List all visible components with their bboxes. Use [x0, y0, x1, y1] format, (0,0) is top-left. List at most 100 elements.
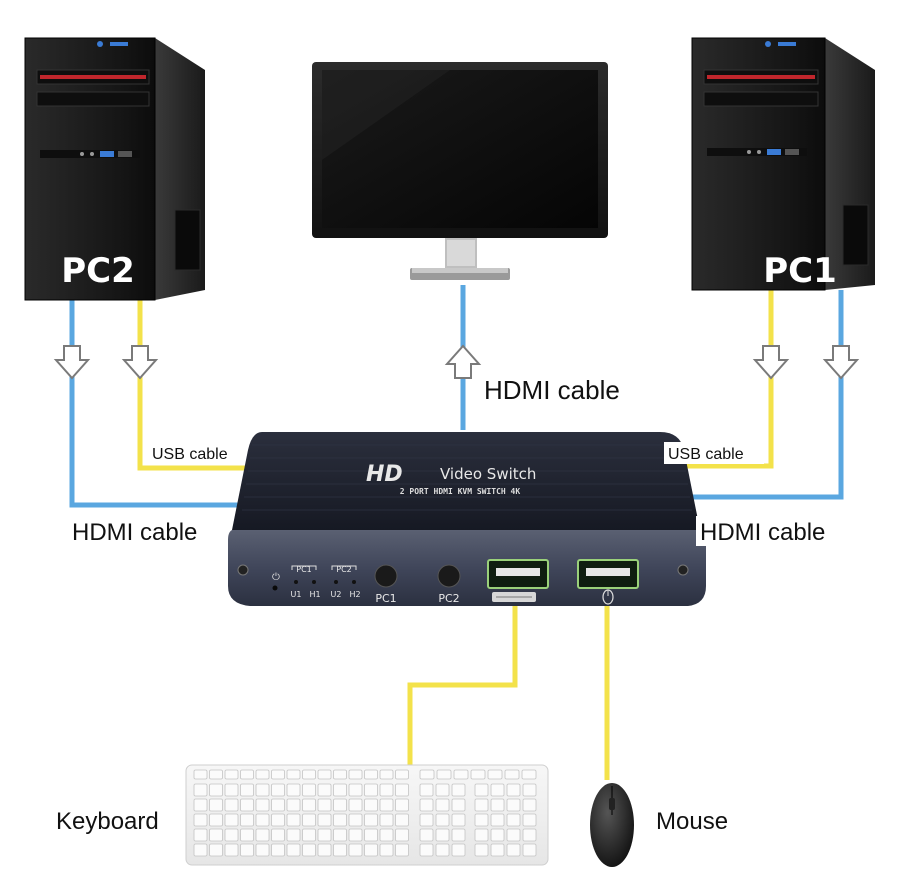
arrow-up-icon: [444, 344, 482, 379]
pc1-select-button[interactable]: PC1: [374, 564, 398, 605]
u1-label: U1: [291, 590, 302, 599]
keyboard-key: [522, 783, 537, 797]
keyboard-key: [490, 828, 505, 842]
keyboard-key: [193, 828, 208, 842]
keyboard-key: [209, 769, 223, 780]
labels: HDMI cable USB cable USB cable HDMI cabl…: [56, 374, 846, 835]
keyboard-key: [348, 769, 363, 780]
keyboard-key: [395, 813, 409, 827]
pc2-select-button[interactable]: PC2: [437, 564, 461, 605]
keyboard-key: [490, 798, 505, 812]
keyboard-key: [317, 843, 332, 857]
keyboard-key: [240, 813, 254, 827]
keyboard-key: [419, 813, 434, 827]
keyboard-key: [395, 843, 409, 857]
keyboard-key: [209, 783, 223, 797]
keyboard-key: [271, 813, 285, 827]
keyboard-key: [209, 813, 223, 827]
keyboard-key: [364, 783, 378, 797]
keyboard-key: [271, 843, 285, 857]
keyboard-usb-port[interactable]: [487, 559, 549, 602]
keyboard-key: [379, 813, 394, 827]
keyboard-key: [255, 843, 270, 857]
keyboard-key: [348, 783, 363, 797]
keyboard-key: [379, 828, 394, 842]
right-usb-label: USB cable: [668, 446, 744, 463]
keyboard-key: [333, 769, 347, 780]
keyboard-key: [348, 798, 363, 812]
keyboard-key: [224, 813, 239, 827]
screw-icon: [677, 564, 689, 576]
keyboard-key: [193, 783, 208, 797]
keyboard-key: [419, 828, 434, 842]
power-icon: ⏻: [272, 572, 280, 583]
keyboard-key: [419, 783, 434, 797]
keyboard-key: [487, 769, 503, 780]
keyboard-key: [302, 798, 316, 812]
keyboard-key: [419, 769, 435, 780]
keyboard-key: [209, 828, 223, 842]
right-hdmi-label: HDMI cable: [700, 519, 825, 546]
keyboard-key: [435, 798, 450, 812]
keyboard-key: [302, 769, 316, 780]
left-hdmi-label: HDMI cable: [72, 519, 197, 546]
keyboard-key: [506, 813, 521, 827]
keyboard-key: [506, 843, 521, 857]
keyboard-key: [435, 843, 450, 857]
keyboard-key: [240, 798, 254, 812]
h2-label: H2: [349, 590, 360, 599]
pc2-tower: PC2: [24, 37, 205, 301]
keyboard-key: [286, 798, 301, 812]
keyboard-key: [474, 828, 489, 842]
pc2-button-label: PC2: [438, 592, 459, 605]
arrow-down-icon: [53, 345, 91, 380]
keyboard-key: [395, 783, 409, 797]
h1-label: H1: [309, 590, 320, 599]
keyboard-key: [193, 813, 208, 827]
mouse-label: Mouse: [656, 808, 728, 835]
keyboard-key: [302, 813, 316, 827]
keyboard-key: [302, 843, 316, 857]
arrow-down-icon: [822, 345, 860, 380]
pc2-indicator-label: PC2: [336, 565, 352, 574]
pc1-label: PC1: [763, 251, 837, 291]
monitor: [312, 62, 608, 280]
keyboard-key: [333, 843, 347, 857]
monitor-hdmi-label: HDMI cable: [484, 375, 620, 405]
keyboard-key: [419, 798, 434, 812]
u2-label: U2: [331, 590, 342, 599]
keyboard-key: [522, 798, 537, 812]
keyboard-key: [364, 798, 378, 812]
keyboard-key: [379, 843, 394, 857]
power-port: [272, 585, 278, 591]
keyboard-key: [435, 813, 450, 827]
keyboard-key: [224, 843, 239, 857]
keyboard-key: [490, 843, 505, 857]
keyboard-key: [348, 843, 363, 857]
hd-logo-text: HD: [366, 462, 403, 487]
keyboard-key: [451, 798, 466, 812]
keyboard-key: [522, 843, 537, 857]
keyboard-key: [286, 783, 301, 797]
switch-subtitle: 2 PORT HDMI KVM SWITCH 4K: [400, 487, 521, 496]
keyboard-key: [364, 769, 378, 780]
keyboard-key: [451, 813, 466, 827]
mouse-usb-port[interactable]: [577, 559, 639, 605]
pc1-button-label: PC1: [375, 592, 396, 605]
keyboard-key: [379, 783, 394, 797]
keyboard-key: [193, 798, 208, 812]
keyboard-key: [474, 813, 489, 827]
pc1-indicator-label: PC1: [296, 565, 312, 574]
keyboard-key: [490, 783, 505, 797]
keyboard-key: [317, 783, 332, 797]
keyboard-key: [379, 798, 394, 812]
keyboard-key: [395, 828, 409, 842]
keyboard-key: [286, 843, 301, 857]
keyboard-key: [240, 769, 254, 780]
arrow-down-icon: [752, 345, 790, 380]
keyboard-key: [333, 813, 347, 827]
keyboard-key: [271, 798, 285, 812]
right-usb-cable: [668, 290, 774, 469]
keyboard-key: [379, 769, 394, 780]
